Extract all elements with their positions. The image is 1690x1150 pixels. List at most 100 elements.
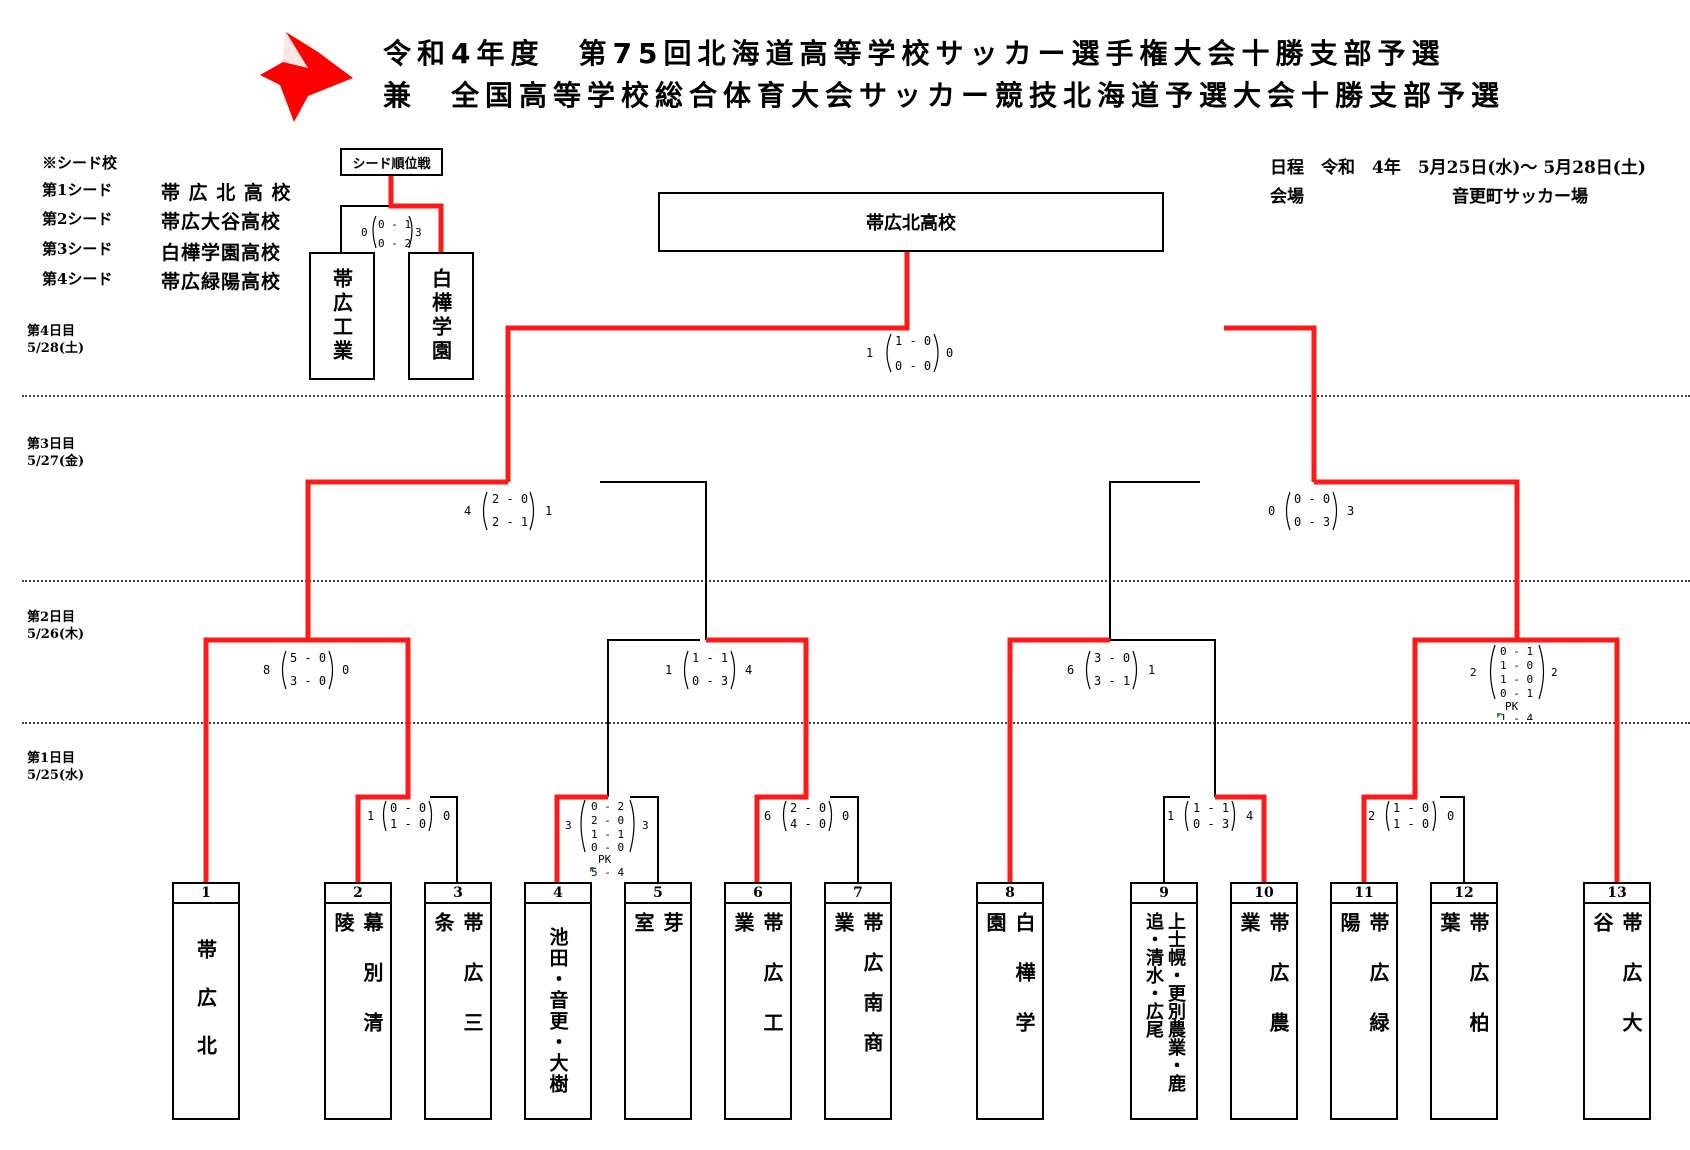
sf2-half2: 0 - 3: [1294, 515, 1331, 529]
team-box: 1 帯広北: [172, 882, 240, 1120]
final-half1: 1 - 0: [895, 334, 932, 348]
r1b-half1: 0 - 2: [591, 800, 625, 813]
team-box: 12 帯広柏葉: [1430, 882, 1498, 1120]
sf1-right-total: 1: [545, 504, 553, 518]
qf4-pk-label: PK: [1505, 700, 1519, 713]
sf1-left-total: 4: [464, 504, 472, 518]
r1b-half2: 2 - 0: [591, 814, 625, 827]
r1c-left-total: 6: [764, 809, 772, 823]
venue-label: 会場: [1270, 187, 1304, 207]
final-right-total: 0: [946, 346, 954, 360]
team-box: 13 帯広大谷: [1583, 882, 1651, 1120]
seed-match-right-total: 3: [415, 226, 422, 239]
team-box: 6 帯広工業: [724, 882, 792, 1120]
champion-box: 帯広北高校: [658, 192, 1164, 252]
qf2-right-total: 4: [745, 663, 753, 677]
team-number: 7: [826, 884, 890, 904]
qf4-right-total: 2: [1551, 666, 1558, 679]
sf1-half1: 2 - 0: [492, 492, 529, 506]
r1a-half2: 1 - 0: [390, 817, 427, 831]
r1b-right-total: 3: [642, 819, 649, 832]
seed-name-2: 帯広大谷高校: [161, 211, 282, 233]
qf1-right-total: 0: [342, 663, 350, 677]
final-half2: 0 - 0: [895, 359, 932, 373]
seed-match-label: シード順位戦: [340, 148, 443, 176]
day-divider: [22, 722, 1690, 724]
team-name: 白樺学園: [983, 912, 1036, 1062]
qf4-half2: 1 - 0: [1500, 659, 1534, 672]
team-number: 12: [1432, 884, 1496, 904]
team-number: 13: [1585, 884, 1649, 904]
r1b-pk-label: PK: [598, 853, 612, 866]
qf4-et1: 1 - 0: [1500, 673, 1534, 686]
qf2-half2: 0 - 3: [692, 674, 729, 688]
team-box: 3 帯広三条: [424, 882, 492, 1120]
r1d-half1: 1 - 1: [1193, 801, 1230, 815]
r1e-left-total: 2: [1368, 809, 1376, 823]
seed-heading: ※シード校: [42, 154, 118, 172]
qf4-pk-score: 1 - 4: [1500, 712, 1534, 720]
logo-icon: [260, 32, 353, 122]
r1a-half1: 0 - 0: [390, 801, 427, 815]
r1c-half2: 4 - 0: [790, 817, 827, 831]
final-left-total: 1: [866, 346, 874, 360]
qf2-left-total: 1: [665, 663, 673, 677]
seed-match-right-team: 白樺学園: [408, 252, 474, 380]
team-name: 芽室: [631, 912, 684, 1082]
sf2-left-total: 0: [1268, 504, 1276, 518]
team-name: 池田・音更・大樹: [546, 927, 569, 1095]
team-name: 上士幌・更別農業・鹿追・清水・広尾: [1143, 912, 1186, 1092]
seed-label-3: 第3シード: [42, 240, 113, 258]
r1a-right-total: 0: [443, 809, 451, 823]
r1c-half1: 2 - 0: [790, 801, 827, 815]
seed-label-1: 第1シード: [42, 181, 113, 199]
r1a-left-total: 1: [367, 809, 375, 823]
team-name: 帯広工業: [731, 912, 784, 1062]
seed-match-left-total: 0: [361, 226, 368, 239]
seed-match-half2: 0 - 2: [378, 237, 412, 250]
qf3-half2: 3 - 1: [1094, 674, 1131, 688]
seed-label-2: 第2シード: [42, 210, 113, 228]
team-name: 帯広柏葉: [1437, 912, 1490, 1062]
qf1-left-total: 8: [263, 663, 271, 677]
qf4-left-total: 2: [1470, 666, 1477, 679]
team-name: 帯広大谷: [1590, 912, 1643, 1062]
r1b-left-total: 3: [565, 819, 572, 832]
team-number: 4: [526, 884, 590, 904]
r1e-half2: 1 - 0: [1393, 817, 1430, 831]
r1d-left-total: 1: [1167, 809, 1175, 823]
team-number: 3: [426, 884, 490, 904]
seed-match-right-team-name: 白樺学園: [428, 268, 453, 364]
qf3-right-total: 1: [1148, 663, 1156, 677]
title-line-1: 令和4年度 第75回北海道高等学校サッカー選手権大会十勝支部予選: [383, 37, 1446, 70]
seed-match-left-team-name: 帯広工業: [329, 268, 354, 364]
team-box: 5 芽室: [624, 882, 692, 1120]
qf1-half1: 5 - 0: [290, 651, 327, 665]
team-name: 帯広農業: [1237, 912, 1290, 1062]
team-name: 幕別清陵: [331, 912, 384, 1062]
team-number: 1: [174, 884, 238, 904]
seed-name-4: 帯広緑陽高校: [161, 271, 282, 293]
seed-match-half1: 0 - 1: [378, 218, 412, 231]
team-name: 帯広三条: [431, 912, 484, 1062]
r1d-right-total: 4: [1246, 809, 1254, 823]
r1d-half2: 0 - 3: [1193, 817, 1230, 831]
r1b-pk-score: 5 - 4: [591, 866, 625, 879]
team-name: 帯広北: [193, 939, 218, 1083]
team-box: 4 池田・音更・大樹: [524, 882, 592, 1120]
r1e-right-total: 0: [1447, 809, 1455, 823]
seed-name-3: 白樺学園高校: [161, 242, 282, 264]
team-number: 6: [726, 884, 790, 904]
sf2-half1: 0 - 0: [1294, 492, 1331, 506]
team-number: 5: [626, 884, 690, 904]
